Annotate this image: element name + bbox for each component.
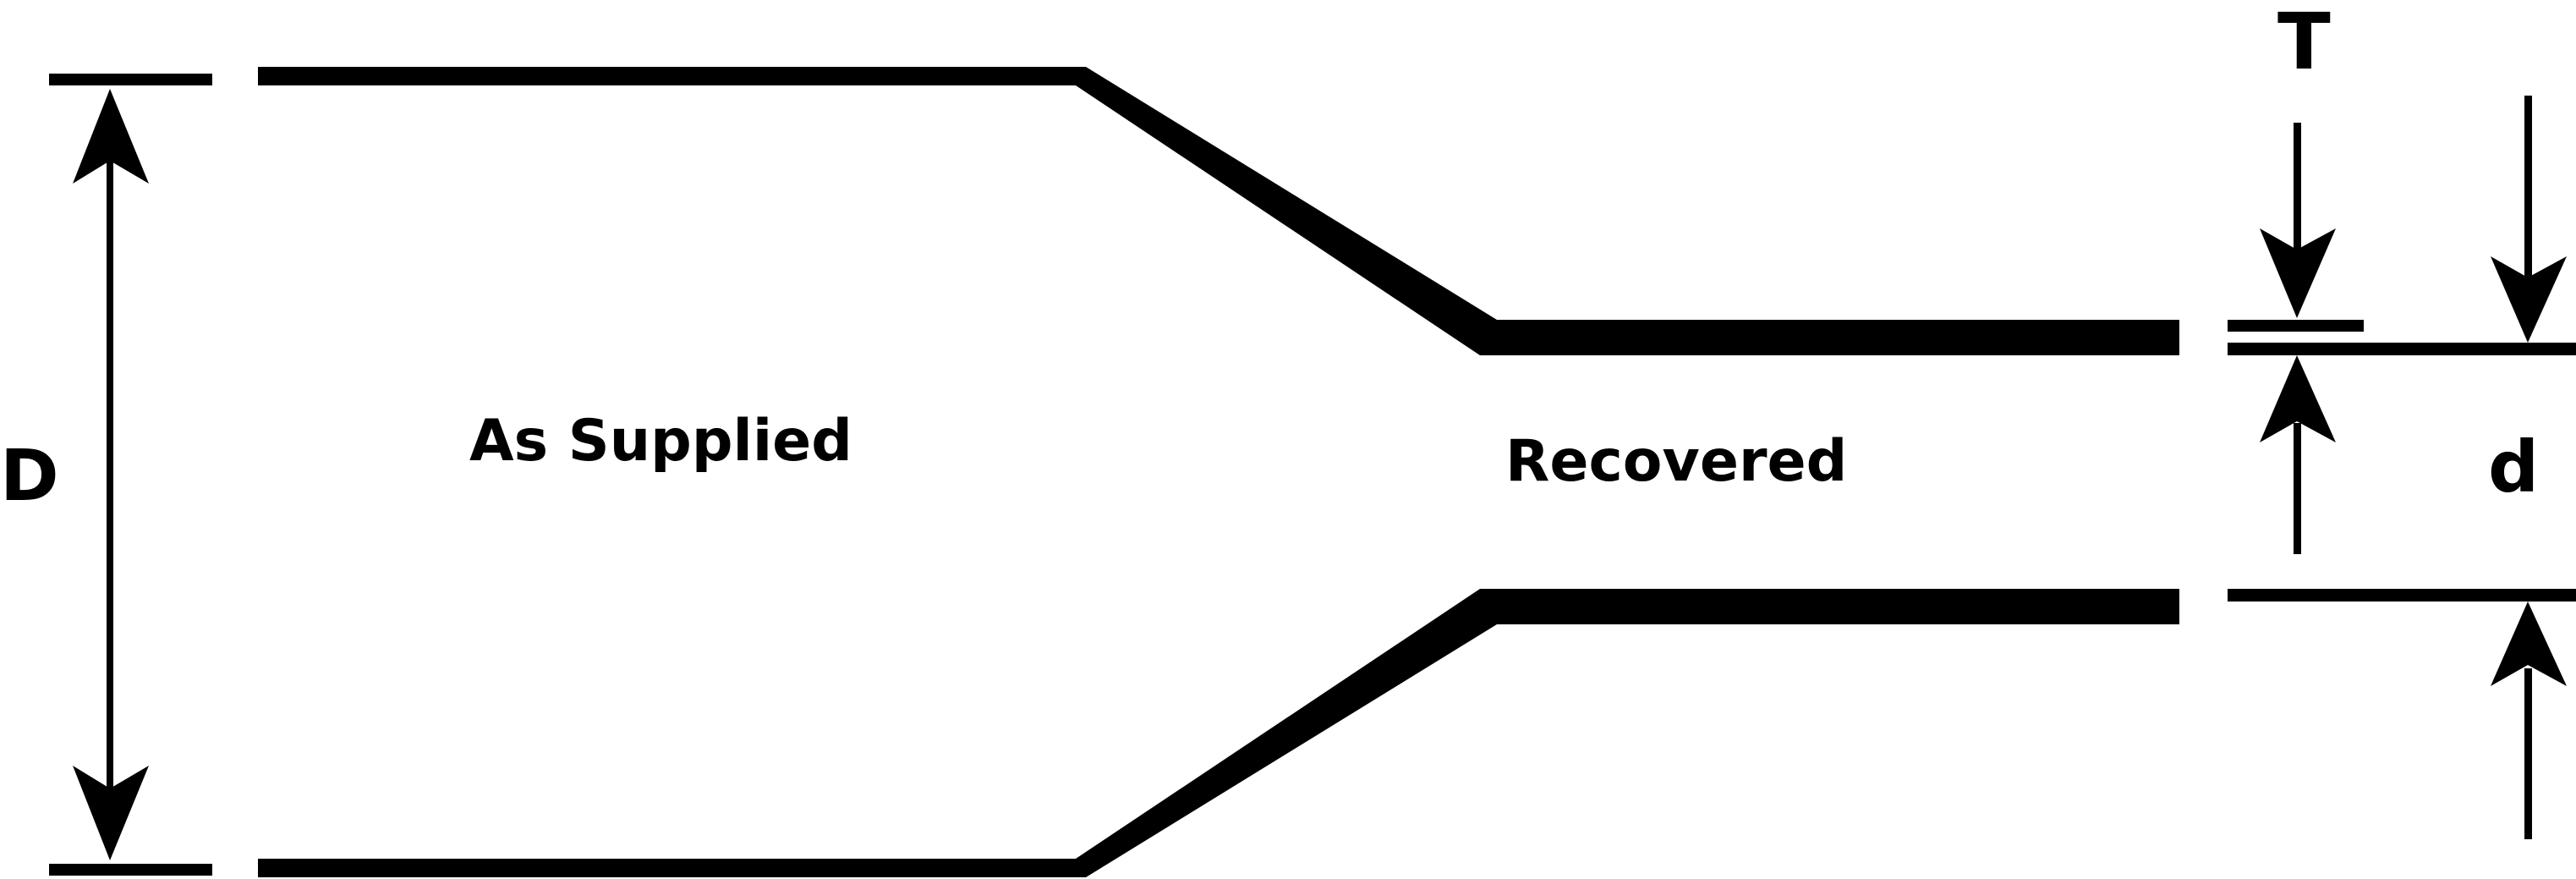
wall-thickness-label: T <box>2277 0 2331 87</box>
supplied-diameter-label: D <box>0 434 59 517</box>
arrowhead-down <box>2491 256 2567 343</box>
dim-line-upper <box>2294 123 2301 254</box>
tube-top-wall <box>258 67 2179 355</box>
dim-line-lower <box>2294 423 2301 554</box>
dimension-line <box>107 157 113 791</box>
dim-line-lower <box>2524 668 2532 839</box>
dimension-D <box>49 74 212 876</box>
extension-line-bottom <box>2228 589 2576 602</box>
tube-bottom-wall <box>258 589 2179 877</box>
recovered-label: Recovered <box>1505 428 1848 495</box>
extension-line-top <box>49 74 212 85</box>
extension-line-top <box>2228 320 2364 332</box>
arrowhead-up <box>2260 355 2336 442</box>
extension-line-bottom <box>49 864 212 876</box>
arrowhead-up <box>73 89 149 184</box>
dimension-T <box>2228 123 2364 554</box>
recovered-diameter-label: d <box>2488 426 2540 508</box>
arrowhead-up <box>2491 602 2567 686</box>
dimension-d <box>2228 96 2576 839</box>
arrowhead-down <box>2260 228 2336 318</box>
arrowhead-down <box>73 766 149 860</box>
as-supplied-label: As Supplied <box>469 408 852 475</box>
dim-line-upper <box>2524 96 2532 282</box>
extension-line-top-outer <box>2228 343 2576 355</box>
